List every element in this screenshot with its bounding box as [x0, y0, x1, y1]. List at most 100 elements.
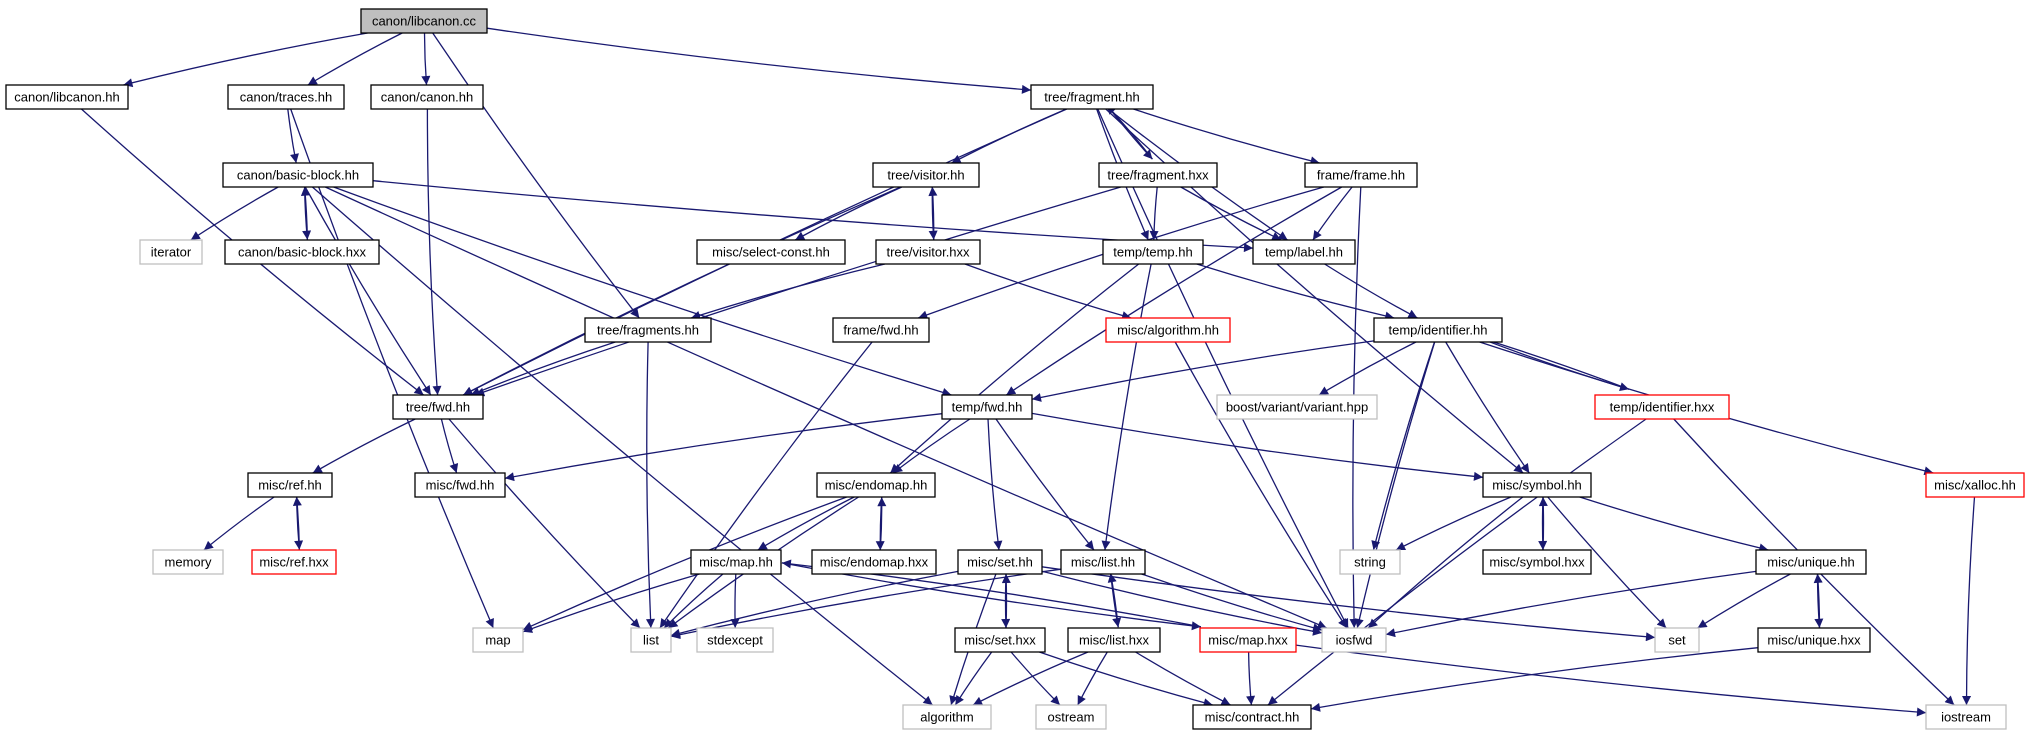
node-memory: memory	[152, 549, 224, 575]
node-label: misc/endomap.hxx	[820, 555, 929, 570]
node-frame-fwd[interactable]: frame/fwd.hh	[832, 317, 930, 343]
node-libcanon-hh[interactable]: canon/libcanon.hh	[5, 84, 129, 110]
edge-libcanon-cc-to-fragment-hh	[486, 27, 1032, 94]
edge-endomap-hxx-to-endomap-hh	[877, 497, 887, 551]
node-ref-hxx: misc/ref.hxx	[251, 549, 337, 575]
node-label: misc/set.hh	[967, 555, 1033, 570]
edge-endomap-hh-to-map-hh	[757, 496, 855, 551]
node-box	[832, 317, 930, 343]
node-temp-hh[interactable]: temp/temp.hh	[1102, 239, 1204, 265]
edge-temp-hh-to-identifier-hh	[1196, 263, 1395, 321]
node-label: temp/fwd.hh	[952, 400, 1023, 415]
edge-identifier-hxx-to-contract-hh	[1267, 418, 1647, 706]
edge-set-hxx-to-contract-hh	[1039, 651, 1213, 708]
node-canon-hh[interactable]: canon/canon.hh	[370, 84, 484, 110]
node-label: misc/ref.hxx	[259, 555, 329, 570]
edge-temp-hh-to-endomap-hh	[889, 263, 1140, 474]
node-box	[584, 317, 712, 343]
node-label: tree/fwd.hh	[406, 400, 470, 415]
node-label: misc/symbol.hxx	[1489, 555, 1585, 570]
edge-identifier-hh-to-identifier-hxx	[1474, 335, 1630, 391]
node-box	[1035, 704, 1107, 730]
node-label: temp/identifier.hh	[1388, 323, 1487, 338]
node-label: temp/identifier.hxx	[1610, 400, 1715, 415]
edge-tree-fwd-to-ref-hh	[312, 418, 416, 474]
node-label: canon/libcanon.cc	[372, 14, 477, 29]
node-unique-hh[interactable]: misc/unique.hh	[1755, 549, 1867, 575]
node-box	[875, 239, 981, 265]
node-temp-fwd[interactable]: temp/fwd.hh	[941, 394, 1033, 420]
node-libcanon-cc[interactable]: canon/libcanon.cc	[360, 8, 488, 34]
edge-list-hxx-to-list-hh	[1107, 573, 1119, 628]
node-algorithm: algorithm	[902, 704, 992, 730]
edge-map-hxx-to-iostream	[1295, 644, 1927, 717]
node-label: misc/list.hxx	[1079, 633, 1150, 648]
node-basic-block-hh[interactable]: canon/basic-block.hh	[222, 162, 374, 188]
node-ref-hh[interactable]: misc/ref.hh	[247, 472, 333, 498]
node-box	[222, 162, 374, 188]
node-label: misc/ref.hh	[258, 478, 322, 493]
edge-fragment-hh-to-symbol-hh	[1105, 108, 1524, 474]
edge-fragment-hh-to-frame-hh	[1133, 108, 1320, 166]
node-endomap-hxx[interactable]: misc/endomap.hxx	[811, 549, 937, 575]
node-unique-hxx[interactable]: misc/unique.hxx	[1757, 627, 1871, 653]
edge-symbol-hh-to-unique-hh	[1579, 496, 1769, 553]
node-list-hh[interactable]: misc/list.hh	[1060, 549, 1146, 575]
node-label: iosfwd	[1336, 633, 1373, 648]
node-traces-hh[interactable]: canon/traces.hh	[227, 84, 345, 110]
node-visitor-hxx[interactable]: tree/visitor.hxx	[875, 239, 981, 265]
node-basic-block-hxx[interactable]: canon/basic-block.hxx	[224, 239, 380, 265]
node-box	[392, 394, 484, 420]
node-fragment-hxx[interactable]: tree/fragment.hxx	[1098, 162, 1218, 188]
node-endomap-hh[interactable]: misc/endomap.hh	[816, 472, 936, 498]
node-set-hh[interactable]: misc/set.hh	[957, 549, 1043, 575]
node-label: iostream	[1941, 710, 1991, 725]
node-contract-hh[interactable]: misc/contract.hh	[1192, 704, 1312, 730]
edge-list-hh-to-list	[670, 568, 1062, 640]
node-label: set	[1668, 633, 1686, 648]
edge-visitor-hxx-to-algorithm-hh	[964, 263, 1132, 320]
node-box	[1067, 627, 1161, 653]
node-tree-fwd[interactable]: tree/fwd.hh	[392, 394, 484, 420]
node-label: misc/endomap.hh	[825, 478, 928, 493]
node-misc-fwd[interactable]: misc/fwd.hh	[414, 472, 506, 498]
edge-basic-block-hh-to-iosfwd	[325, 186, 1327, 629]
edge-symbol-hh-to-iosfwd	[1367, 496, 1524, 629]
node-identifier-hh[interactable]: temp/identifier.hh	[1373, 317, 1503, 343]
edge-identifier-hh-to-iosfwd	[1354, 341, 1436, 629]
node-label: misc/set.hxx	[964, 633, 1036, 648]
node-box	[1192, 704, 1312, 730]
node-identifier-hxx: temp/identifier.hxx	[1594, 394, 1730, 420]
node-label: list	[643, 633, 659, 648]
node-box	[1098, 162, 1218, 188]
node-set-hxx[interactable]: misc/set.hxx	[954, 627, 1046, 653]
node-box	[1757, 627, 1871, 653]
node-visitor-hh[interactable]: tree/visitor.hh	[872, 162, 980, 188]
node-map-hh[interactable]: misc/map.hh	[690, 549, 782, 575]
edge-identifier-hh-to-symbol-hh	[1445, 341, 1530, 474]
edge-symbol-hxx-to-symbol-hh	[1538, 496, 1548, 551]
node-box	[1339, 549, 1401, 575]
node-select-const[interactable]: misc/select-const.hh	[696, 239, 846, 265]
edge-basic-block-hh-to-iterator	[190, 186, 279, 241]
node-iosfwd: iosfwd	[1321, 627, 1387, 653]
edge-endomap-hh-to-map	[522, 496, 847, 631]
node-fragments-hh[interactable]: tree/fragments.hh	[584, 317, 712, 343]
node-symbol-hxx[interactable]: misc/symbol.hxx	[1482, 549, 1592, 575]
edge-frame-fwd-to-list	[659, 341, 873, 629]
edge-temp-fwd-to-misc-fwd	[504, 413, 943, 482]
node-symbol-hh[interactable]: misc/symbol.hh	[1482, 472, 1592, 498]
dependency-edges	[80, 27, 1976, 717]
edge-list-hxx-to-ostream	[1077, 651, 1108, 706]
node-label: memory	[165, 555, 212, 570]
node-label-hh[interactable]: temp/label.hh	[1252, 239, 1356, 265]
node-box	[1304, 162, 1418, 188]
node-list-hxx[interactable]: misc/list.hxx	[1067, 627, 1161, 653]
node-fragment-hh[interactable]: tree/fragment.hh	[1030, 84, 1154, 110]
node-stdexcept: stdexcept	[696, 627, 774, 653]
node-label: canon/basic-block.hxx	[238, 245, 366, 260]
node-frame-hh[interactable]: frame/frame.hh	[1304, 162, 1418, 188]
node-box	[1102, 239, 1204, 265]
edge-unique-hh-to-set	[1697, 573, 1791, 629]
edge-libcanon-cc-to-traces-hh	[307, 32, 403, 86]
